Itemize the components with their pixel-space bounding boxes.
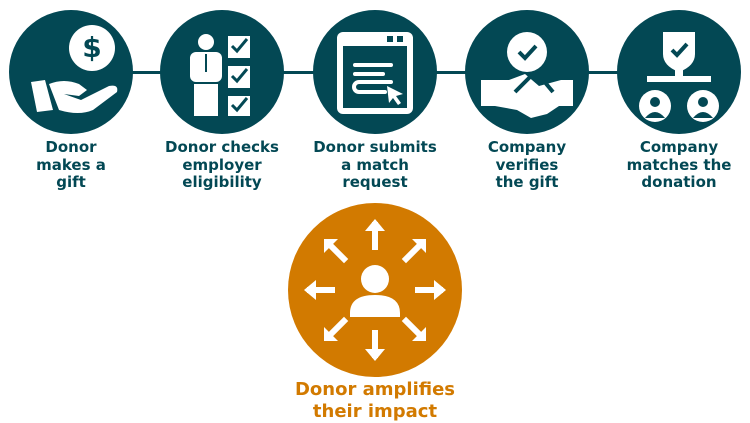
label-line: their impact xyxy=(312,401,438,422)
label-line: the gift xyxy=(495,173,559,191)
person-checklist-icon xyxy=(160,10,284,134)
label-line: a match xyxy=(341,155,409,174)
label-line: matches the xyxy=(626,155,732,174)
label-line: Company xyxy=(639,138,719,156)
svg-text:$: $ xyxy=(82,31,101,64)
label-line: donation xyxy=(641,173,717,191)
label-line: verifies xyxy=(495,155,559,174)
shield-people-icon xyxy=(617,10,741,134)
label-line: Donor submits xyxy=(313,138,437,156)
label-line: Donor checks xyxy=(165,138,279,156)
browser-form-cursor-icon xyxy=(313,10,437,134)
handshake-check-icon xyxy=(465,10,589,134)
label-line: eligibility xyxy=(182,173,262,191)
label-line: employer xyxy=(182,155,262,174)
label-line: Donor xyxy=(45,138,97,156)
label-line: request xyxy=(342,173,408,191)
label-line: Company xyxy=(487,138,567,156)
label-line: gift xyxy=(56,173,86,191)
hand-dollar-icon: $ xyxy=(9,10,133,134)
label-line: makes a xyxy=(36,155,106,174)
label-line: Donor amplifies xyxy=(294,379,456,400)
person-arrows-icon xyxy=(288,203,462,377)
